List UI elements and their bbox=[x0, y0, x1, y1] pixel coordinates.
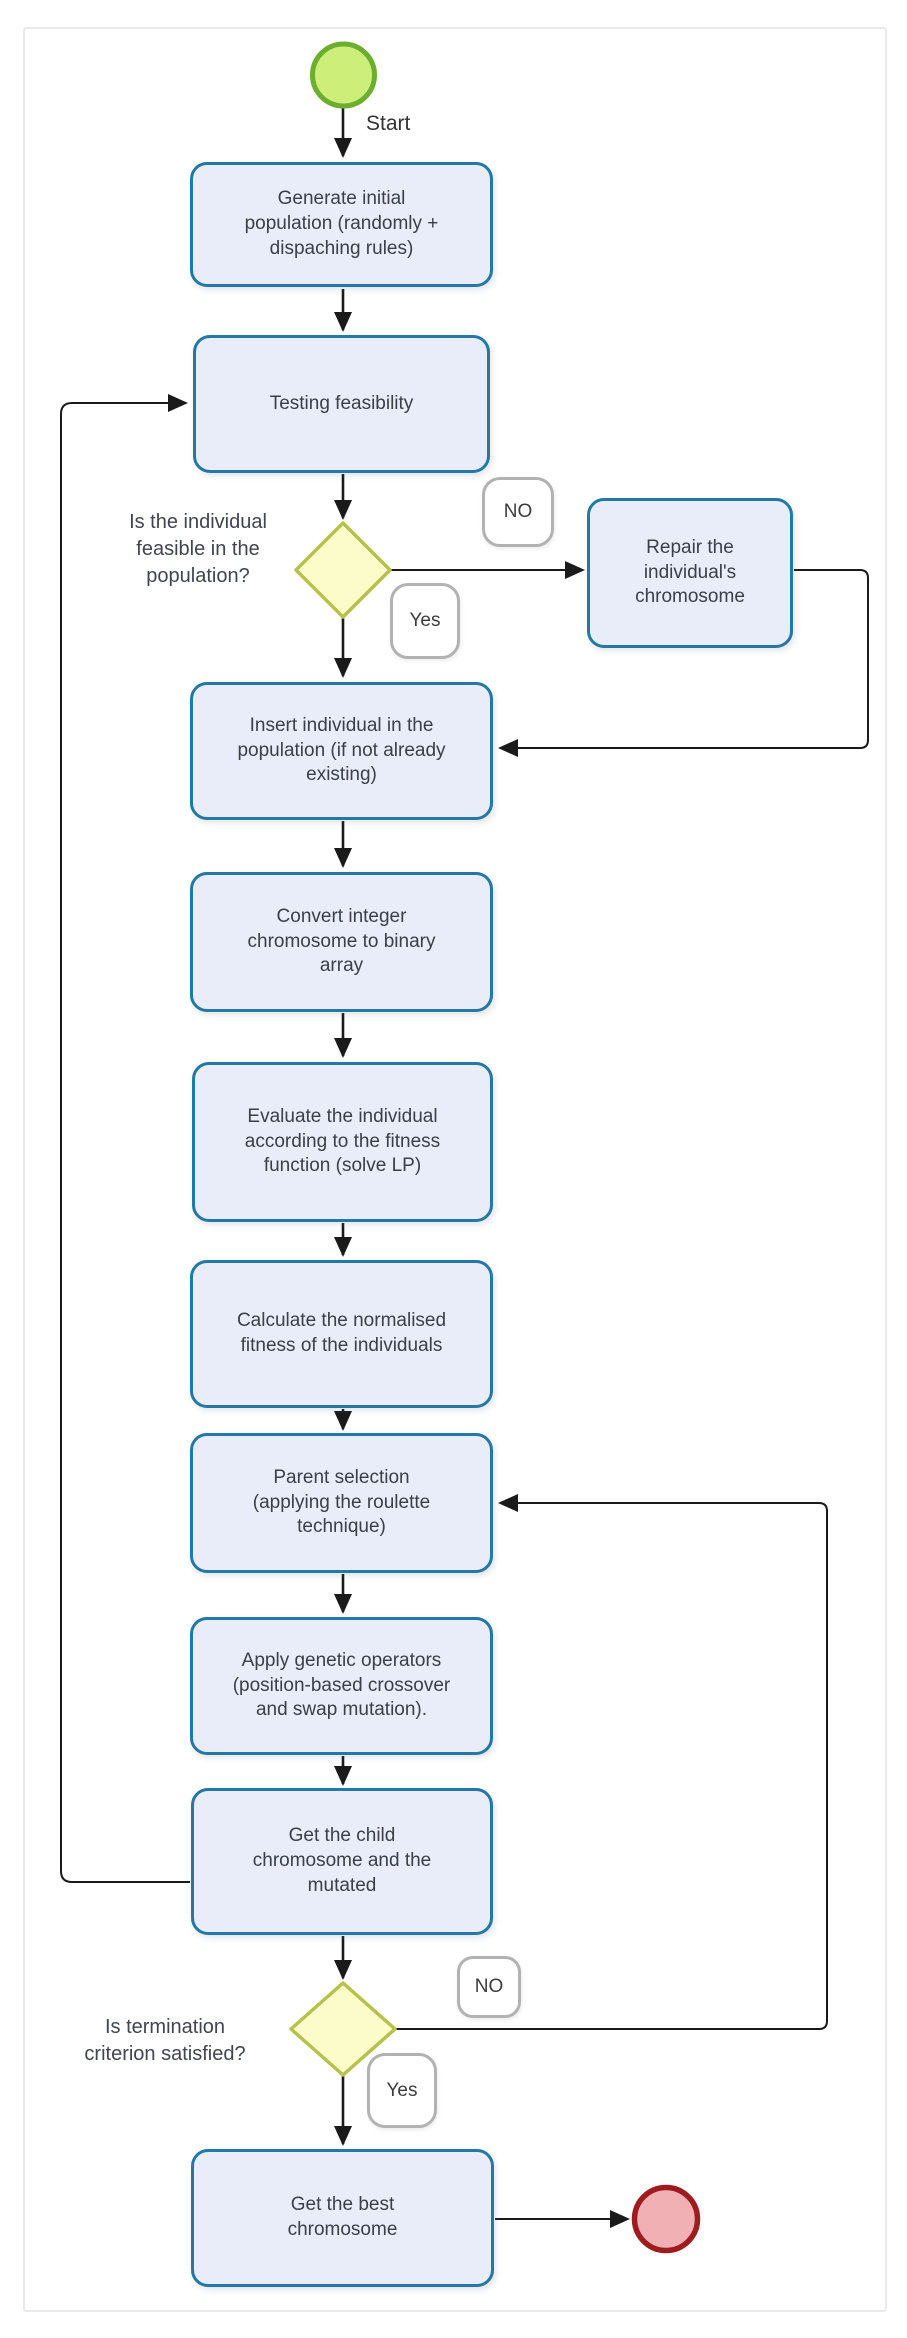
node-apply-genetic-operators: Apply genetic operators (position-based … bbox=[190, 1617, 493, 1755]
start-event-circle bbox=[310, 41, 377, 109]
termination-yes-badge: Yes bbox=[367, 2053, 437, 2128]
node-testing-feasibility: Testing feasibility bbox=[193, 335, 490, 473]
feasible-no-badge: NO bbox=[482, 477, 554, 547]
node-calculate-fitness: Calculate the normalised fitness of the … bbox=[190, 1260, 493, 1408]
end-event-circle bbox=[631, 2184, 701, 2254]
feasible-decision-diamond bbox=[294, 521, 392, 619]
feasible-decision-question: Is the individual feasible in the popula… bbox=[129, 511, 267, 587]
node-generate-population: Generate initial population (randomly + … bbox=[190, 162, 493, 287]
node-parent-selection: Parent selection (applying the roulette … bbox=[190, 1433, 493, 1573]
node-get-best-chromosome: Get the best chromosome bbox=[191, 2149, 494, 2287]
termination-decision-question: Is termination criterion satisfied? bbox=[84, 2016, 246, 2065]
feasible-yes-badge: Yes bbox=[390, 583, 460, 659]
start-edge-label: Start bbox=[366, 112, 411, 135]
edge-repair-to-insert bbox=[498, 569, 869, 757]
termination-decision-diamond bbox=[289, 1981, 397, 2077]
edge-getchild-to-testing-loop bbox=[60, 394, 190, 1883]
node-get-child-chromosome: Get the child chromosome and the mutated bbox=[191, 1788, 493, 1935]
node-repair-chromosome: Repair the individual's chromosome bbox=[587, 498, 793, 648]
node-convert-chromosome: Convert integer chromosome to binary arr… bbox=[190, 872, 493, 1012]
node-insert-individual: Insert individual in the population (if … bbox=[190, 682, 493, 820]
node-evaluate-individual: Evaluate the individual according to the… bbox=[192, 1062, 493, 1222]
termination-no-badge: NO bbox=[457, 1956, 521, 2018]
edge-termination-no-to-parent-loop bbox=[396, 1494, 828, 2030]
